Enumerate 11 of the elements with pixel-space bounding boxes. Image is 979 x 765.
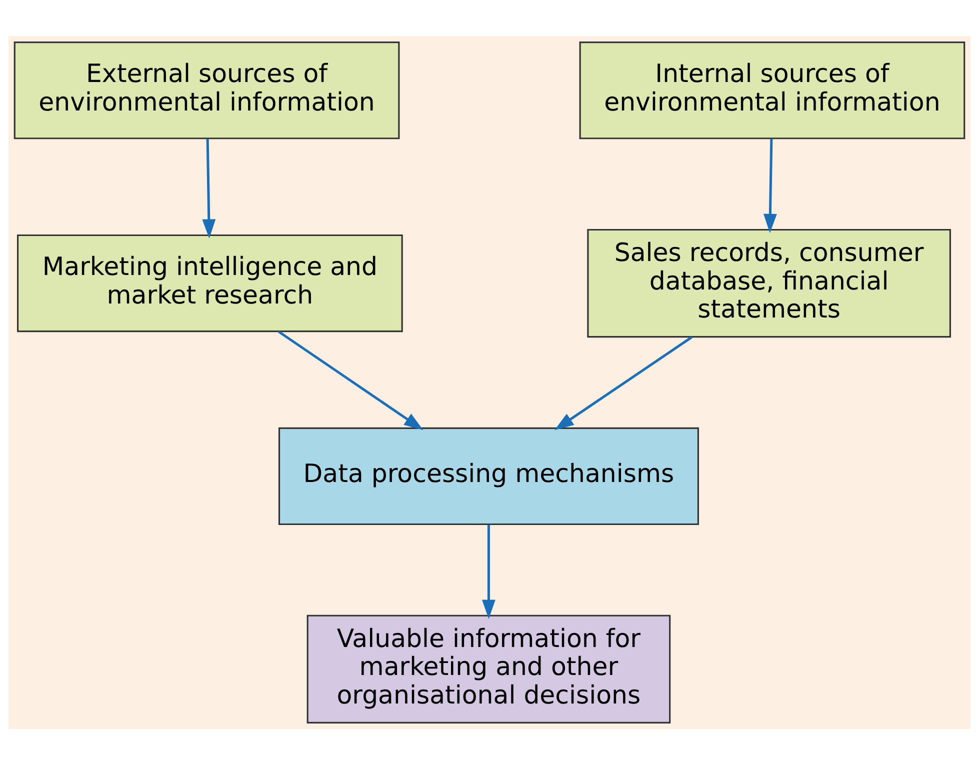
arrow (202, 138, 216, 238)
node-box: Marketing intelligence and market research (17, 234, 403, 332)
node-box: Data processing mechanisms (278, 427, 699, 526)
node-box: Internal sources of environmental information (579, 42, 966, 140)
arrow (278, 330, 424, 430)
node-box: Valuable information for marketing and other organisational decisions (306, 614, 671, 724)
arrow (554, 336, 692, 430)
node-box: Sales records, consumer database, financial statements (587, 228, 951, 338)
arrow (763, 138, 777, 234)
arrow (482, 524, 496, 619)
node-box: External sources of environmental information (14, 42, 400, 140)
